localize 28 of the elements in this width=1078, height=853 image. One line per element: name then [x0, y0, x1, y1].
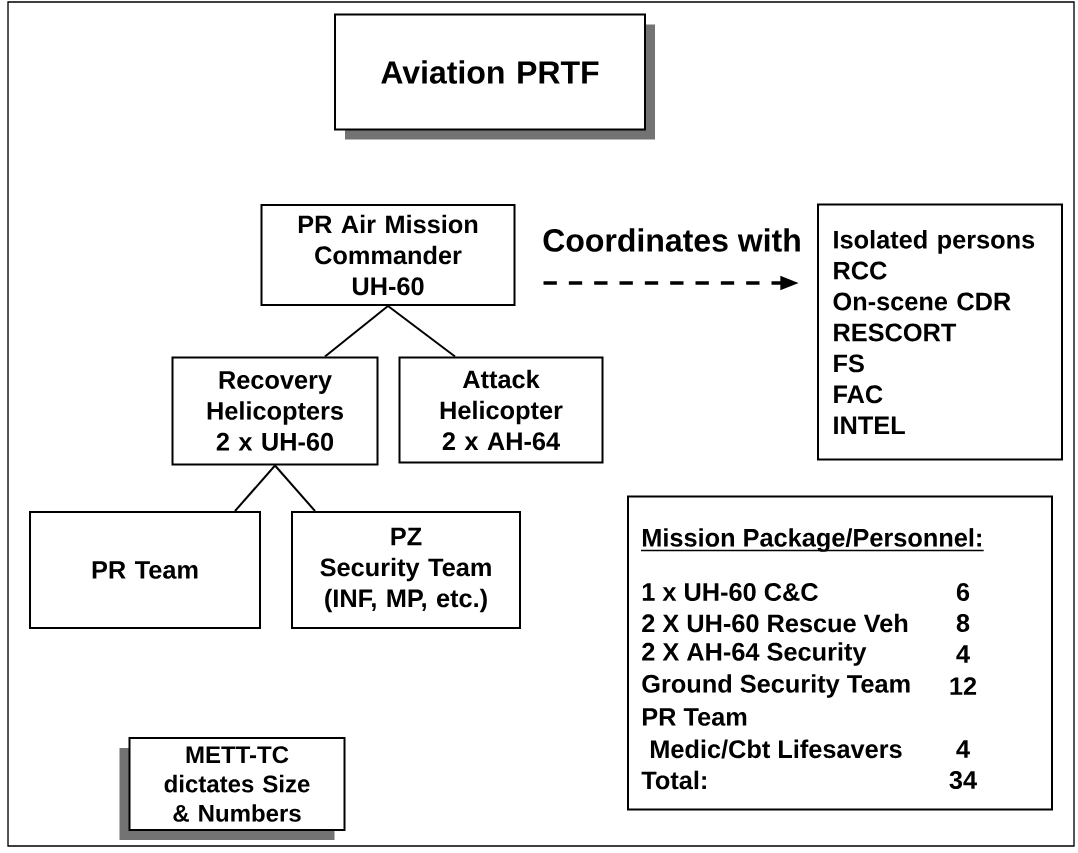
table-heading: Mission Package/Personnel: — [640, 528, 985, 552]
table-cell: 1 x UH-60 C&C — [642, 583, 818, 601]
table-cell: 2 X AH-64 Security — [642, 642, 867, 666]
table-cell: Medic/Cbt Lifesavers — [650, 739, 902, 759]
package-table-box — [627, 495, 1053, 811]
connector-line — [324, 305, 389, 358]
unit-box: Recovery Helicopters 2 x UH-60 — [171, 356, 379, 466]
title-box: Aviation PRTF — [334, 13, 655, 140]
table-cell: 4 — [956, 645, 970, 663]
table-cell: Total: — [641, 770, 706, 790]
table-cell: 34 — [949, 771, 977, 789]
connector-line — [234, 464, 276, 512]
unit-box: Attack Helicopter 2 x AH-64 — [398, 356, 604, 464]
table-cell: 2 X UH-60 Rescue Veh — [642, 613, 908, 633]
table-cell: 8 — [956, 614, 970, 632]
team-box: PZ Security Team (INF, MP, etc.) — [291, 511, 521, 629]
team-box: PR Team — [29, 511, 261, 629]
table-cell: PR Team — [642, 708, 747, 726]
table-cell: 4 — [956, 740, 970, 758]
table-cell: 6 — [956, 583, 970, 601]
commander-box: PR Air Mission Commander UH-60 — [260, 204, 516, 306]
table-cell: 12 — [950, 677, 977, 695]
list-box: Isolated persons RCC On-scene CDR RESCORT FS FAC INTEL — [817, 203, 1063, 461]
table-cell: Ground Security Team — [642, 674, 910, 698]
note-box: METT-TC dictates Size & Numbers — [119, 737, 346, 840]
connector-line — [387, 305, 456, 358]
edge-label: Coordinates with — [543, 228, 800, 252]
connector-line — [274, 464, 316, 512]
